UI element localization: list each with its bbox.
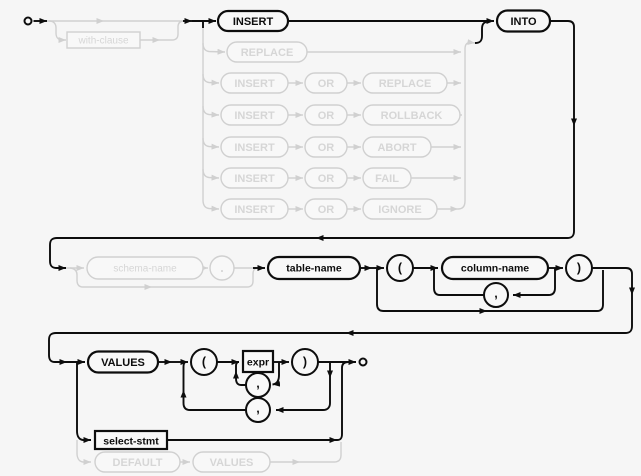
- svg-text:INSERT: INSERT: [234, 110, 275, 122]
- section-source-connectors: [48, 330, 625, 465]
- svg-text:ABORT: ABORT: [377, 142, 416, 154]
- row-insert-or-replace: INSERT OR REPLACE: [220, 72, 448, 94]
- node-table-name: table-name: [266, 255, 362, 281]
- node-default-keyword: DEFAULT: [94, 451, 181, 473]
- svg-text:OR: OR: [318, 204, 335, 216]
- svg-text:DEFAULT: DEFAULT: [113, 457, 163, 469]
- svg-text:,: ,: [494, 287, 497, 301]
- section-top-connectors: [33, 18, 577, 239]
- svg-text:FAIL: FAIL: [375, 173, 399, 185]
- svg-text:INTO: INTO: [510, 16, 537, 28]
- svg-text:INSERT: INSERT: [233, 16, 274, 28]
- svg-text:): ): [303, 355, 307, 369]
- svg-text:(: (: [398, 261, 403, 275]
- row-insert-or-ignore: INSERT OR IGNORE: [220, 198, 438, 220]
- node-replace-keyword: REPLACE: [226, 41, 308, 63]
- svg-text:): ): [577, 261, 581, 275]
- svg-text:INSERT: INSERT: [234, 142, 275, 154]
- end-terminal: [358, 357, 368, 367]
- svg-text:INSERT: INSERT: [234, 173, 275, 185]
- svg-text:ROLLBACK: ROLLBACK: [381, 110, 443, 122]
- node-columns-comma: ,: [483, 282, 509, 308]
- node-values-rparen: ): [291, 348, 319, 376]
- node-with-clause: with-clause: [66, 31, 141, 49]
- svg-text:(: (: [202, 355, 207, 369]
- svg-text:.: .: [220, 261, 223, 275]
- node-tuple-comma: ,: [245, 397, 271, 423]
- svg-text:OR: OR: [318, 110, 335, 122]
- node-values-lparen: (: [190, 348, 218, 376]
- svg-text:VALUES: VALUES: [101, 357, 145, 369]
- row-insert-or-fail: INSERT OR FAIL: [220, 167, 412, 189]
- svg-text:schema-name: schema-name: [113, 264, 177, 275]
- section-target-connectors: [49, 235, 635, 334]
- start-terminal: [23, 16, 33, 26]
- svg-text:OR: OR: [318, 78, 335, 90]
- node-schema-name: schema-name: [86, 256, 204, 280]
- node-values-keyword: VALUES: [86, 350, 160, 374]
- row-insert-or-rollback: INSERT OR ROLLBACK: [220, 104, 461, 126]
- svg-text:select-stmt: select-stmt: [103, 436, 159, 448]
- svg-text:with-clause: with-clause: [77, 36, 128, 47]
- node-expr-comma: ,: [245, 372, 271, 398]
- svg-text:,: ,: [256, 377, 259, 391]
- svg-text:REPLACE: REPLACE: [379, 78, 432, 90]
- svg-text:INSERT: INSERT: [234, 78, 275, 90]
- row-insert-or-abort: INSERT OR ABORT: [220, 136, 432, 158]
- svg-text:,: ,: [256, 402, 259, 416]
- svg-text:IGNORE: IGNORE: [378, 204, 421, 216]
- node-insert-keyword: INSERT: [216, 9, 290, 33]
- node-select-stmt: select-stmt: [93, 429, 169, 451]
- node-into-keyword: INTO: [495, 9, 552, 33]
- node-default-values-keyword: VALUES: [192, 451, 271, 473]
- svg-text:INSERT: INSERT: [234, 204, 275, 216]
- svg-text:column-name: column-name: [461, 263, 529, 275]
- node-column-name: column-name: [440, 255, 550, 281]
- svg-text:OR: OR: [318, 173, 335, 185]
- svg-text:REPLACE: REPLACE: [241, 47, 294, 59]
- svg-text:VALUES: VALUES: [210, 457, 254, 469]
- node-expr: expr: [241, 349, 275, 374]
- svg-text:expr: expr: [247, 357, 269, 369]
- node-columns-lparen: (: [386, 254, 414, 282]
- node-dot-separator: .: [209, 255, 235, 281]
- node-columns-rparen: ): [565, 254, 593, 282]
- svg-text:table-name: table-name: [286, 263, 342, 275]
- svg-text:OR: OR: [318, 142, 335, 154]
